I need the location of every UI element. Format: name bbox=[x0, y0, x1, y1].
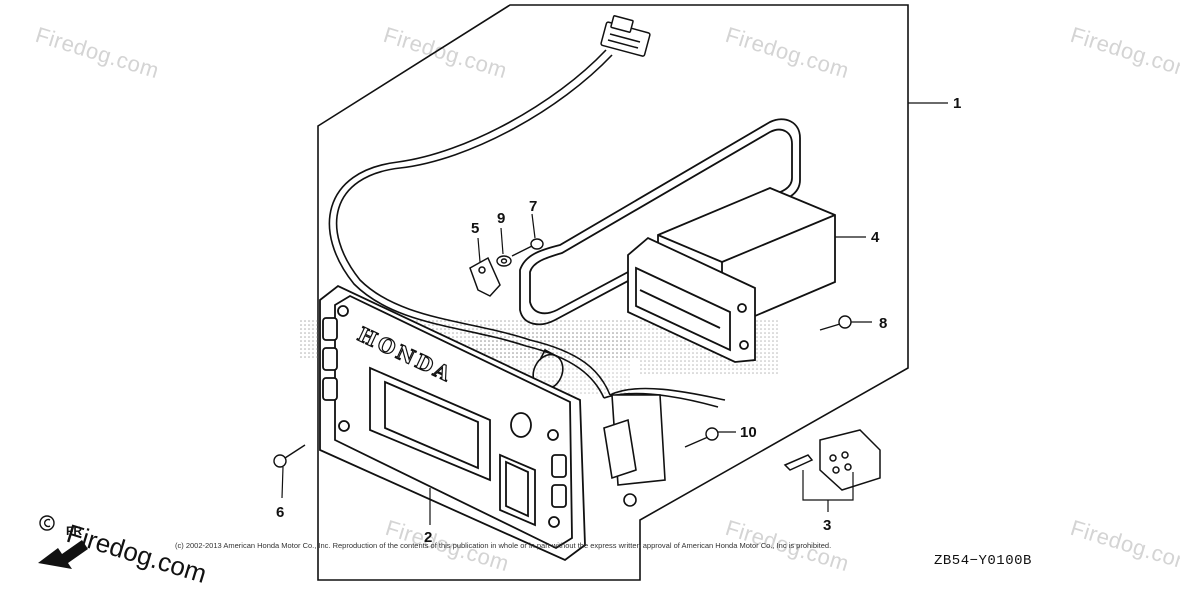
copyright-icon bbox=[39, 515, 55, 531]
assembly-outline bbox=[317, 4, 909, 581]
callout-9: 9 bbox=[497, 210, 506, 227]
callout-2: 2 bbox=[424, 529, 433, 546]
wire-harness bbox=[328, 49, 726, 408]
gasket bbox=[519, 118, 801, 326]
copyright-notice: (c) 2002-2013 American Honda Motor Co., … bbox=[175, 541, 832, 550]
harness-connector bbox=[600, 15, 651, 57]
callout-1: 1 bbox=[953, 95, 962, 112]
callout-10: 10 bbox=[740, 424, 757, 441]
bracket-clip bbox=[469, 256, 501, 297]
callout-6: 6 bbox=[276, 504, 285, 521]
screw-6 bbox=[273, 444, 306, 468]
leader-lines bbox=[281, 102, 948, 525]
direction-label: FR bbox=[66, 524, 82, 538]
arrow-icon bbox=[38, 540, 88, 569]
loose-connector bbox=[783, 429, 881, 491]
switch-module bbox=[603, 394, 666, 507]
screw-10 bbox=[684, 427, 719, 448]
front-panel bbox=[319, 284, 586, 562]
callout-4: 4 bbox=[871, 229, 880, 246]
diagram-reference-code: ZB54−Y0100B bbox=[934, 553, 1032, 569]
screw-7 bbox=[511, 238, 544, 257]
callout-8: 8 bbox=[879, 315, 888, 332]
callout-7: 7 bbox=[529, 198, 538, 215]
screw-8 bbox=[819, 315, 852, 331]
callout-5: 5 bbox=[471, 220, 480, 237]
callout-3: 3 bbox=[823, 517, 832, 534]
washer bbox=[496, 255, 512, 267]
control-box bbox=[627, 187, 836, 363]
